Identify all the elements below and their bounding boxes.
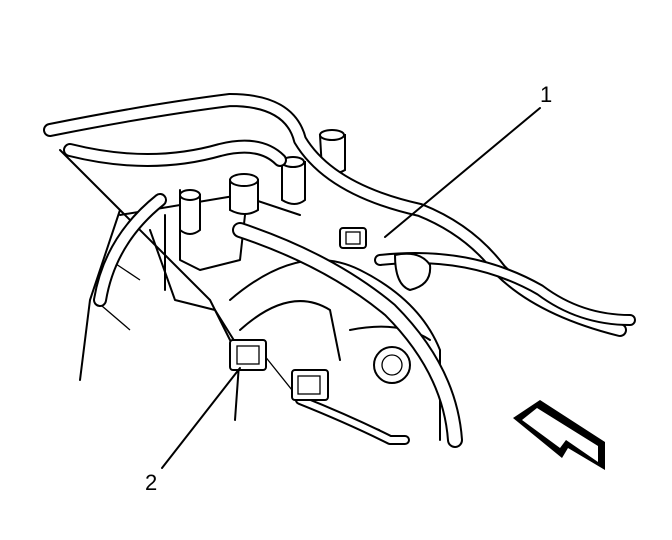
connector-2 <box>229 339 329 401</box>
leader-line-2 <box>161 367 241 469</box>
connector-1 <box>339 227 432 292</box>
wiring-harness <box>43 93 636 448</box>
callout-2-label: 2 <box>145 470 158 495</box>
callout-1-label: 1 <box>540 82 553 107</box>
view-arrow-icon <box>513 400 605 470</box>
leader-line-1 <box>384 107 541 238</box>
ignition-towers <box>179 129 346 235</box>
